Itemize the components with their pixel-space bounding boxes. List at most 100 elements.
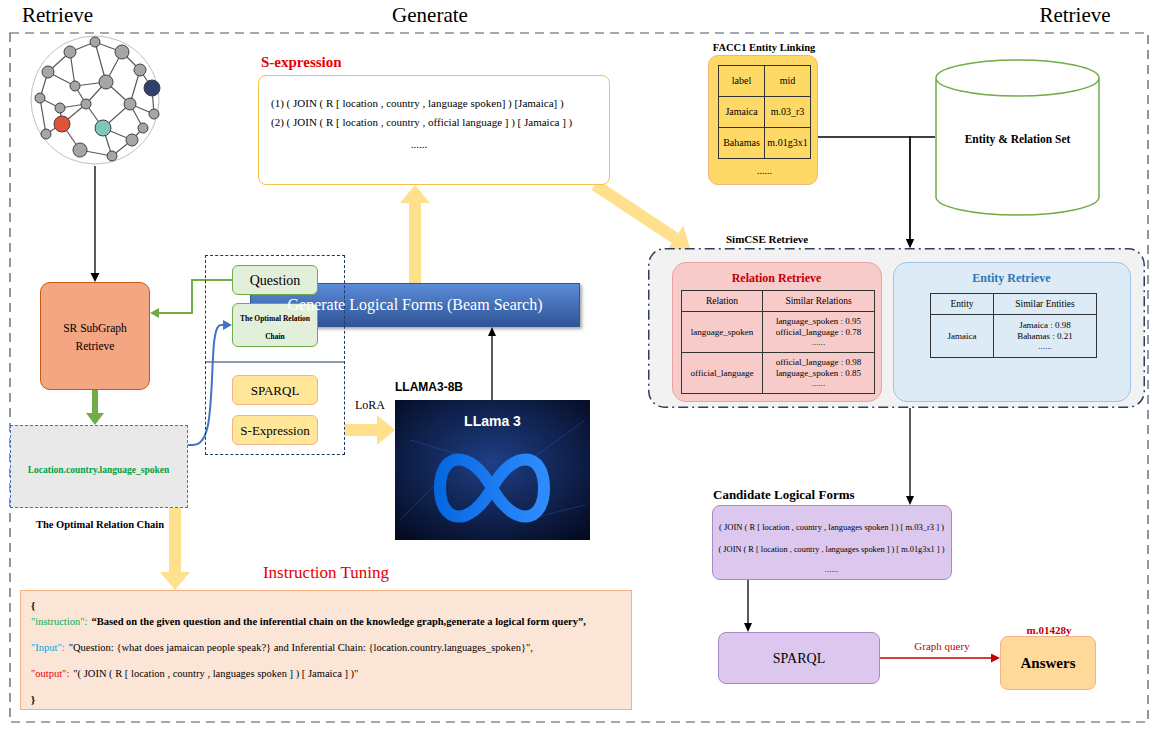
- table-cell: Relation: [681, 290, 763, 312]
- connector: [345, 424, 377, 436]
- relation-chain-box: Location.country.language_spokenThe Opti…: [10, 425, 188, 508]
- connector: [880, 657, 991, 659]
- graph-node: [55, 103, 65, 113]
- text-line: SR SubGraph Retrieve: [44, 318, 146, 354]
- node-text: FACC1 Entity Linking: [713, 42, 816, 53]
- node-text: LLAMA3-8B: [395, 380, 463, 394]
- node-text: Jamaica: [948, 331, 977, 341]
- node-text: S-expression: [261, 54, 342, 70]
- node-text: official_language : 0.78: [776, 327, 862, 337]
- node-text: SPARQL: [773, 651, 825, 666]
- graph-node: [42, 66, 54, 78]
- graph-arrow-head: [91, 273, 100, 282]
- connector: [747, 580, 748, 623]
- text-line: LLAMA3-8B: [395, 377, 555, 395]
- connector: [92, 390, 98, 413]
- table-cell: mid: [764, 65, 811, 97]
- connector: [595, 185, 675, 238]
- expression-panel: S-expression(1) ( JOIN ( R [ location , …: [258, 75, 610, 185]
- graph-node: [144, 80, 160, 96]
- text-line: S-expression: [261, 53, 481, 71]
- node-text: ( JOIN ( R [ location , country , langua…: [719, 522, 944, 532]
- graph-node: [64, 46, 76, 58]
- node-text: Question: [250, 273, 301, 288]
- text-line: Answers: [1021, 654, 1076, 672]
- graph-node: [115, 45, 129, 59]
- node-text: Generate Logical Forms (Beam Search): [287, 296, 542, 313]
- node-text: “Based on the given question and the inf…: [91, 616, 585, 627]
- answer-box: m.01428yAnswers: [1000, 636, 1096, 690]
- graph-node: [81, 99, 91, 109]
- node-text: m.03_r3: [771, 106, 805, 118]
- node-text: m.01428y: [1027, 624, 1072, 636]
- graph-node: [99, 75, 113, 89]
- table-cell: label: [718, 65, 765, 97]
- node-text: Candidate Logical Forms: [713, 487, 855, 502]
- node-text: Location.country.language_spoken: [28, 465, 169, 475]
- section-heading: Retrieve: [0, 3, 115, 27]
- text-line: Generate Logical Forms (Beam Search): [287, 296, 542, 314]
- model-image: LLAMA3-8BLLama 3: [395, 400, 590, 540]
- table-cell: language_spoken: [681, 311, 763, 353]
- node-text: Entity & Relation Set: [965, 133, 1071, 145]
- entity-table: FACC1 Entity LinkinglabelmidJamaicam.03_…: [708, 55, 818, 185]
- node-text: language_spoken: [691, 327, 753, 337]
- node-text: (1) ( JOIN ( R [ location , country , la…: [271, 97, 564, 109]
- graph-node: [138, 123, 148, 133]
- node-text: LLama 3: [464, 413, 521, 429]
- text-line: Entity Retrieve: [894, 268, 1129, 286]
- node-text: Answers: [1021, 655, 1076, 671]
- node-text: ......: [812, 337, 826, 347]
- table-cell: m.03_r3: [764, 96, 811, 128]
- text-line: (1) ( JOIN ( R [ location , country , la…: [271, 93, 601, 111]
- graph-node: [107, 151, 117, 161]
- node-text: Relation: [706, 296, 738, 307]
- graph-node: [35, 93, 45, 103]
- node-text: Jamaica : 0.98: [1019, 320, 1071, 330]
- table-cell: Entity: [930, 293, 994, 315]
- entity-table: Entity RetrieveEntitySimilar EntitiesJam…: [893, 262, 1131, 402]
- node-text: SimCSE Retrieve: [726, 233, 808, 245]
- node-text: SR SubGraph Retrieve: [63, 322, 127, 352]
- text-line: "Input": "Question: {what does jamaican p…: [31, 637, 625, 655]
- connector: [818, 137, 910, 239]
- node-text: Bahamas: [723, 137, 760, 149]
- node-text: ......: [825, 564, 839, 574]
- graph-node: [54, 116, 70, 132]
- graph-outline: [31, 36, 159, 164]
- table-cell: Jamaica : 0.98Bahamas : 0.21......: [993, 314, 1097, 358]
- node-text: Jamaica: [725, 106, 757, 118]
- connector: [909, 408, 910, 496]
- node-text: "instruction":: [31, 616, 87, 627]
- node-text: official_language : 0.98: [776, 357, 862, 367]
- graph-node: [41, 129, 51, 139]
- text-line: SPARQL: [251, 381, 300, 399]
- text-line: ......: [718, 160, 811, 178]
- outer-border: [10, 33, 1148, 722]
- table-cell: Jamaica: [930, 314, 994, 358]
- node-text: Instruction Tuning: [263, 563, 389, 582]
- table-cell: Similar Entities: [993, 293, 1097, 315]
- text-line: Relation Retrieve: [673, 268, 880, 286]
- node-text: ......: [812, 378, 826, 388]
- section-heading: Retrieve: [1015, 3, 1135, 27]
- node-text: ......: [757, 165, 772, 176]
- graph-node: [126, 134, 138, 146]
- node-text: language_spoken : 0.95: [776, 316, 861, 326]
- text-line: The Optimal Relation Chain: [236, 307, 314, 343]
- node-text: "Question: {what does jamaican people sp…: [69, 642, 533, 653]
- graph-node: [134, 64, 146, 76]
- cylinder-outline: [936, 60, 1099, 215]
- node-text: }: [31, 694, 35, 705]
- node-text: "Input":: [31, 642, 65, 653]
- text-line: LLama 3: [395, 412, 590, 430]
- text-line: (2) ( JOIN ( R [ location , country , of…: [271, 112, 601, 130]
- input-box: The Optimal Relation Chain: [232, 303, 318, 347]
- retrieval-group: SimCSE RetrieveRelation RetrieveRelation…: [648, 248, 1145, 408]
- candidate-box: Candidate Logical Forms( JOIN ( R [ loca…: [712, 505, 952, 580]
- text-line: S-Expression: [240, 421, 309, 439]
- input-group: QuestionThe Optimal Relation ChainSPARQL…: [205, 255, 345, 455]
- input-box: Question: [232, 265, 318, 295]
- graph-node: [73, 143, 87, 157]
